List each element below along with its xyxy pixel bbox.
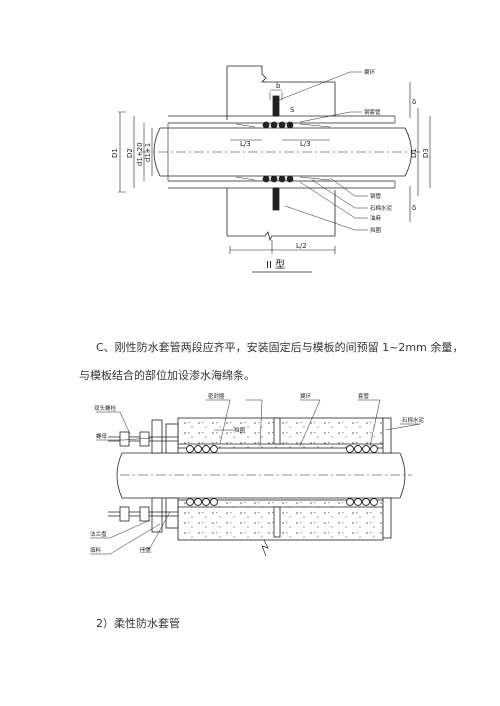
- label-rest: 挡圈: [370, 226, 382, 234]
- dim-d5: D1: [410, 148, 418, 158]
- dim-b: b: [276, 82, 281, 90]
- dim-L2: L/3: [300, 140, 311, 148]
- wing-ring-top: [272, 95, 280, 117]
- dim-d4: d1+1: [144, 143, 152, 162]
- section-heading: 2）柔性防水套管: [96, 617, 180, 630]
- figure1-texts: 翼环 钢套管 钢管 石棉水泥 油麻 挡圈 b δ L/3 L/3 L/2 D1 …: [111, 69, 430, 271]
- sleeve-2: [178, 443, 383, 508]
- label-flange: 法兰盘: [90, 530, 107, 538]
- label-packing: 填料: [90, 546, 102, 554]
- label-wing-ring: 翼环: [364, 69, 376, 76]
- label-seal-ring: 密封圈: [208, 392, 225, 400]
- wing-2-top: [273, 417, 281, 445]
- dim-s: S: [290, 106, 295, 114]
- seal-rings: [262, 121, 294, 183]
- figure2-texts: 双头螺栓 螺母 密封圈 挡圈 翼环 套管 石棉水泥 法兰盘 填料 压盖: [90, 392, 425, 554]
- label-sealant: 石棉水泥: [402, 416, 425, 424]
- wall-bottom: [177, 499, 384, 541]
- wing-2-bottom: [273, 506, 281, 538]
- flange-left-bottom: [151, 497, 163, 533]
- figure-rigid-sleeve: [118, 65, 431, 254]
- pipe-2: [116, 452, 406, 499]
- dim-L-half: L/2: [296, 242, 307, 250]
- wing-ring-bottom: [272, 187, 280, 211]
- label-press-plate: 压盖: [140, 546, 152, 554]
- dim-d3: d1+20: [136, 142, 144, 166]
- dim-d2: D2: [126, 148, 134, 158]
- dim-d1: D1: [111, 148, 119, 158]
- label-wing: 翼环: [300, 393, 312, 400]
- figure1-caption: II 型: [266, 258, 285, 271]
- dim-delta2: δ: [412, 204, 416, 212]
- dim-delta: δ: [412, 98, 416, 106]
- pipe: [153, 127, 412, 177]
- label-flux: 油麻: [370, 214, 382, 222]
- figure-flexible-sleeve: [90, 399, 421, 557]
- label-rubber: 挡圈: [234, 426, 246, 434]
- wall-section: [226, 65, 336, 242]
- label-outer-sleeve: 钢套管: [364, 108, 381, 116]
- paragraph-line-1: C、刚性防水套管两段应齐平，安装固定后与模板的间预留 1~2mm 余量，: [96, 341, 464, 354]
- label-filler: 石棉水泥: [370, 204, 393, 212]
- dim-d6: D3: [422, 148, 430, 158]
- flange-left-top: [151, 419, 163, 454]
- paragraph-line-2: 与模板结合的部位加设渗水海绵条。: [79, 369, 255, 382]
- label-sleeve: 套管: [358, 392, 370, 400]
- wall-top: [177, 417, 384, 449]
- label-pipe: 钢管: [370, 192, 382, 200]
- label-nut: 螺母: [96, 432, 108, 440]
- seal-rings-2: [186, 445, 378, 506]
- dim-L1: L/3: [240, 140, 251, 148]
- label-bolt: 双头螺栓: [94, 404, 117, 412]
